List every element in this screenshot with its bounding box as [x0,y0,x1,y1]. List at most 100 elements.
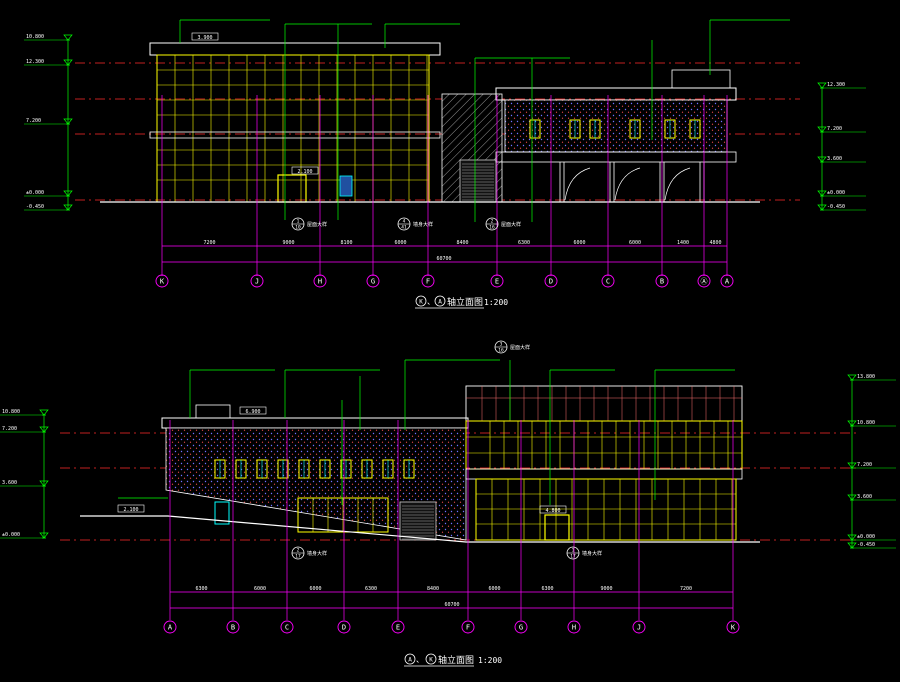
top-level-lines [75,62,800,201]
svg-text:墙身大样: 墙身大样 [582,550,602,557]
svg-text:13.800: 13.800 [857,374,875,380]
svg-text:12.300: 12.300 [26,59,44,65]
axis-label: B [231,624,235,632]
bottom-dimensions [170,591,733,609]
span-dimension: 4800 [709,240,721,246]
svg-text:3.900: 3.900 [197,35,212,41]
svg-text:±0.000: ±0.000 [857,534,875,540]
svg-text:、: 、 [416,655,424,664]
level-marker: ±0.000 [847,534,896,541]
svg-text:10.800: 10.800 [26,34,44,40]
span-dimension: 1400 [677,240,689,246]
level-marker: 12.300 [24,59,73,66]
axis-label: G [371,278,375,286]
svg-text:10.800: 10.800 [2,409,20,415]
span-dimension: 6300 [541,586,553,592]
axis-bubble: C [280,620,294,634]
level-marker: 12.300 [817,82,866,89]
top-overall-dim: 60700 [436,256,451,262]
axis-label: A [168,624,173,632]
span-dimension: 7200 [203,240,215,246]
svg-text:10: 10 [295,225,301,231]
top-dimensions [162,245,727,263]
svg-text:屋面大样: 屋面大样 [510,344,530,351]
level-marker: 7.200 [847,462,896,469]
axis-bubble: H [313,274,327,288]
level-marker: 3.600 [817,156,866,163]
axis-label: F [426,278,430,286]
span-dimension: 6000 [394,240,406,246]
axis-bubble: F [421,274,435,288]
axis-label: Ⓐ [701,278,708,286]
top-title: K 、 A 轴立面图 1:200 [415,295,508,309]
axis-label: C [606,278,610,286]
svg-text:16: 16 [489,225,495,231]
span-dimension: 6000 [573,240,585,246]
axis-label: F [466,624,470,632]
span-dimension: 6000 [488,586,500,592]
span-dimension: 6300 [365,586,377,592]
svg-text:1: 1 [572,548,575,554]
top-title-scale: 1:200 [484,298,508,307]
axis-bubble: Ⓐ [697,274,711,288]
svg-text:4.800: 4.800 [545,508,560,514]
axis-label: D [549,278,553,286]
axis-bubble: K [726,620,740,634]
axis-bubble: C [601,274,615,288]
axis-bubble: A [163,620,177,634]
span-dimension: 6000 [629,240,641,246]
top-garage-door [459,159,497,203]
top-tag-2: 2.100 [291,166,319,175]
svg-text:41: 41 [401,225,407,231]
top-tag-1: 3.900 [191,32,219,41]
span-dimension: 9000 [282,240,294,246]
svg-text:-0.450: -0.450 [26,204,44,210]
level-marker: 13.800 [847,374,896,381]
svg-text:±0.000: ±0.000 [2,532,20,538]
bottom-ground-line [80,515,760,543]
bottom-title-text: 轴立面图 [438,654,474,666]
span-dimension: 6300 [518,240,530,246]
level-marker: -0.450 [24,204,73,211]
svg-text:3.600: 3.600 [827,156,842,162]
svg-text:4: 4 [403,219,406,225]
axis-bubble: D [544,274,558,288]
axis-bubble: E [391,620,405,634]
axis-label: B [660,278,664,286]
svg-text:10.800: 10.800 [857,420,875,426]
svg-text:16: 16 [498,348,504,354]
level-marker: 10.800 [0,409,49,416]
level-marker: 3.600 [0,480,49,487]
svg-text:7.200: 7.200 [827,126,842,132]
level-marker: ±0.000 [0,532,49,539]
level-marker: 7.200 [24,118,73,125]
level-marker: -0.450 [817,204,866,211]
axis-label: D [342,624,346,632]
axis-label: H [318,278,322,286]
svg-text:7.200: 7.200 [26,118,41,124]
axis-bubble: A [720,274,734,288]
top-leaders [179,19,790,222]
svg-text:17: 17 [295,554,301,560]
span-dimension: 9000 [600,586,612,592]
level-marker: 3.600 [847,494,896,501]
svg-text:屋面大样: 屋面大样 [501,221,521,228]
level-marker: 7.200 [0,426,49,433]
level-marker: -0.450 [847,542,896,549]
svg-text:A: A [408,657,412,664]
axis-bubble: F [461,620,475,634]
span-dimension: 8100 [340,240,352,246]
svg-text:3.600: 3.600 [2,480,17,486]
svg-text:1: 1 [297,219,300,225]
axis-bubble: B [655,274,669,288]
axis-bubble: K [155,274,169,288]
svg-text:K: K [419,299,423,306]
axis-bubble: J [250,274,264,288]
axis-label: E [396,624,400,632]
axis-label: J [637,624,641,632]
svg-text:墙身大样: 墙身大样 [307,550,327,557]
axis-bubble: H [567,620,581,634]
